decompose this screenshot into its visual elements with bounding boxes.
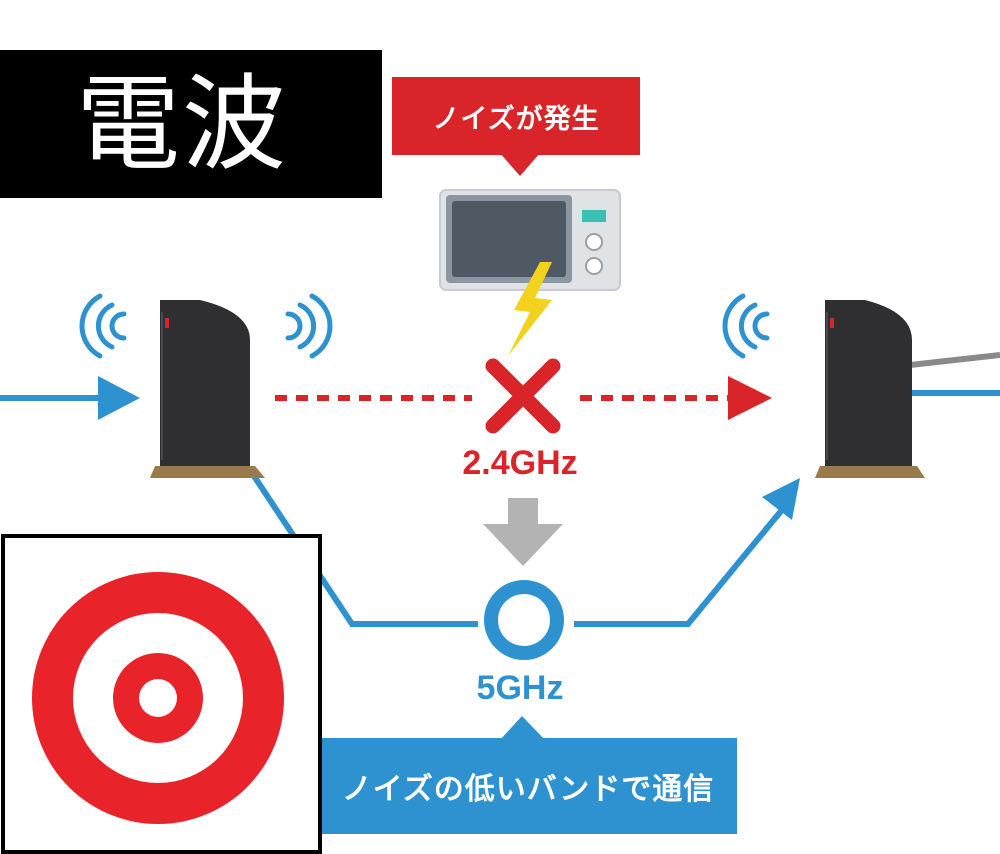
down-arrow-icon (483, 498, 563, 566)
path-5ghz-right (574, 503, 789, 627)
path-5ghz-arrow-icon (762, 478, 800, 520)
noise-callout-pointer (500, 153, 540, 176)
noise-callout-label: ノイズが発生 (432, 103, 600, 135)
signal-waves-left-icon (79, 293, 127, 359)
router-left-icon (150, 300, 265, 478)
noise-callout: ノイズが発生 (392, 77, 640, 155)
communicate-callout: ノイズの低いバンドで通信 (319, 738, 737, 834)
cross-icon (485, 358, 561, 434)
path-5ghz (247, 468, 478, 627)
target-icon (32, 572, 284, 824)
lightning-icon (508, 262, 552, 356)
comm-callout-pointer (500, 716, 545, 740)
communicate-callout-label: ノイズの低いバンドで通信 (341, 772, 715, 807)
cable-line (909, 352, 1000, 368)
circle-icon (484, 580, 564, 660)
microwave-icon (439, 189, 621, 291)
router-right-icon (815, 300, 925, 478)
page-title: 電波 (75, 63, 288, 185)
incoming-arrow-icon (98, 376, 140, 420)
target-panel (1, 534, 322, 854)
band-5ghz-label: 5GHz (476, 669, 564, 707)
band-24ghz-label: 2.4GHz (462, 444, 578, 482)
path-24ghz-arrow-icon (728, 376, 772, 420)
signal-waves-left-out-icon (285, 293, 333, 359)
signal-waves-right-icon (722, 293, 770, 359)
title-banner: 電波 (0, 50, 382, 198)
